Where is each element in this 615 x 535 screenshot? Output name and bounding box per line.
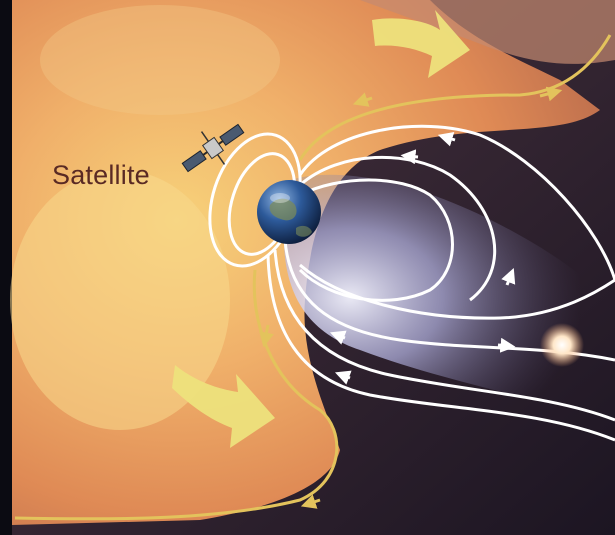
left-border	[0, 0, 12, 535]
tail-line-1	[298, 124, 615, 281]
tail-line-5	[273, 249, 615, 422]
field-arrows	[329, 131, 516, 385]
yellow-glow-top	[40, 5, 280, 115]
magnetotail-glow	[283, 174, 615, 420]
boundary-arrow-bottom-2	[300, 494, 321, 509]
satellite-icon	[181, 123, 245, 173]
boundary-line-bottom	[14, 269, 339, 521]
boundary-arrow-bottom	[259, 324, 274, 348]
earth-globe-icon	[257, 180, 321, 244]
solar-wind-arrow-bottom	[172, 365, 275, 448]
boundary-arrow-top-2	[352, 92, 373, 107]
reconnection-flare	[540, 323, 584, 367]
solar-wind-arrow-top	[372, 10, 470, 78]
tail-line-2	[299, 155, 497, 302]
boundary-line-top	[298, 34, 612, 161]
boundary-arrow-top	[539, 86, 563, 102]
satellite-label: Satellite	[52, 160, 150, 190]
tail-line-6	[266, 254, 615, 442]
tail-line-7	[299, 263, 615, 320]
upper-glow	[360, 0, 615, 64]
